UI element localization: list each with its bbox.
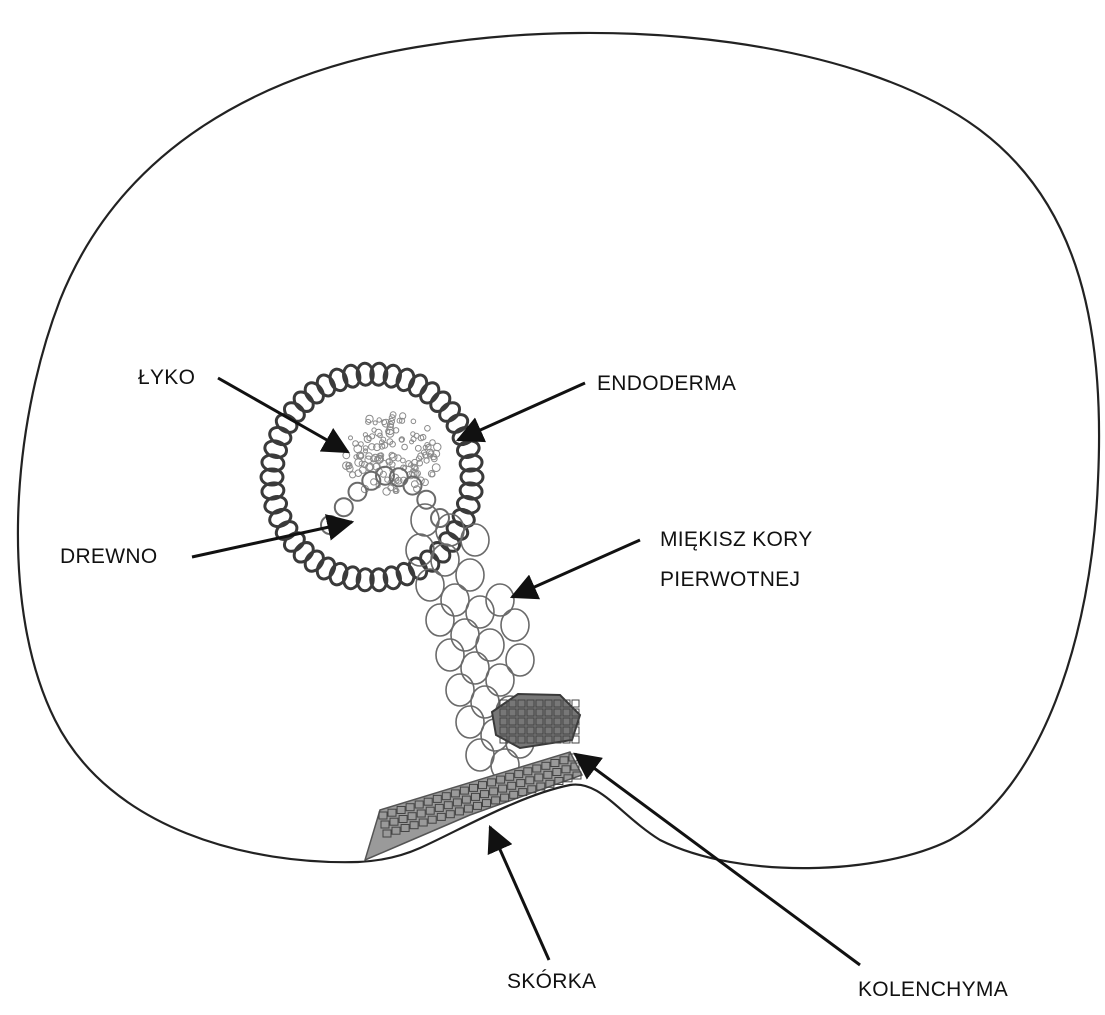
phloem-cell (355, 459, 363, 467)
parenchyma-cell (436, 514, 464, 546)
endoderma-cell (314, 372, 338, 399)
arrow-skorka (490, 827, 549, 960)
parenchyma-cell (446, 674, 474, 706)
endoderma-cell (327, 367, 349, 393)
phloem-cell (354, 445, 362, 453)
arrow-endoderma (458, 383, 585, 440)
parenchyma-cell (506, 644, 534, 676)
collenchyma-cluster (492, 694, 580, 748)
parenchyma-cell (456, 559, 484, 591)
phloem-cell (377, 418, 381, 422)
parenchyma-cell (456, 706, 484, 738)
phloem-cell (350, 472, 356, 478)
parenchyma-cell (466, 739, 494, 771)
arrow-drewno (192, 522, 352, 557)
phloem-cell (390, 453, 397, 460)
parenchyma-cell (426, 604, 454, 636)
phloem-cell (343, 452, 350, 459)
parenchyma-cell (441, 584, 469, 616)
collenchyma-cell (572, 700, 579, 707)
label-drewno: DREWNO (60, 543, 157, 571)
xylem-vessel (335, 498, 353, 516)
parenchyma-cell (501, 609, 529, 641)
endoderma-cell (459, 454, 483, 473)
endoderma-cell (267, 506, 294, 529)
phloem-cell (411, 419, 416, 424)
parenchyma-cell (461, 524, 489, 556)
arrow-kolenchyma (575, 754, 860, 965)
phloem-cell (373, 421, 377, 425)
phloem-cell (432, 464, 440, 472)
parenchyma-cell (436, 639, 464, 671)
phloem-cell (430, 440, 436, 446)
parenchyma-cell (486, 664, 514, 696)
parenchyma-cell (461, 652, 489, 684)
phloem-cell (366, 415, 373, 422)
label-kolenchyma: KOLENCHYMA (858, 976, 1008, 1004)
label-skorka: SKÓRKA (507, 968, 596, 996)
arrow-miekisz (512, 540, 640, 597)
phloem-cell (383, 488, 390, 495)
endoderma-ring (261, 363, 483, 592)
phloem-cell (401, 458, 406, 463)
phloem-cell (415, 445, 421, 451)
label-endoderma: ENDODERMA (597, 370, 736, 398)
phloem-cell (422, 479, 429, 486)
phloem-cell (402, 444, 408, 450)
label-miekisz-line1: MIĘKISZ KORY (660, 526, 813, 554)
parenchyma-cell (416, 569, 444, 601)
phloem-cell (425, 426, 431, 432)
phloem-cell (424, 458, 429, 463)
parenchyma-cell (451, 619, 479, 651)
parenchyma-cell (476, 629, 504, 661)
epidermis-band (365, 752, 582, 860)
phloem-cell (364, 449, 368, 453)
label-lyko: ŁYKO (138, 364, 195, 392)
xylem-vessel (404, 477, 422, 495)
arrow-lyko (218, 378, 348, 452)
phloem-cell (349, 436, 353, 440)
label-miekisz-line2: PIERWOTNEJ (660, 566, 800, 594)
